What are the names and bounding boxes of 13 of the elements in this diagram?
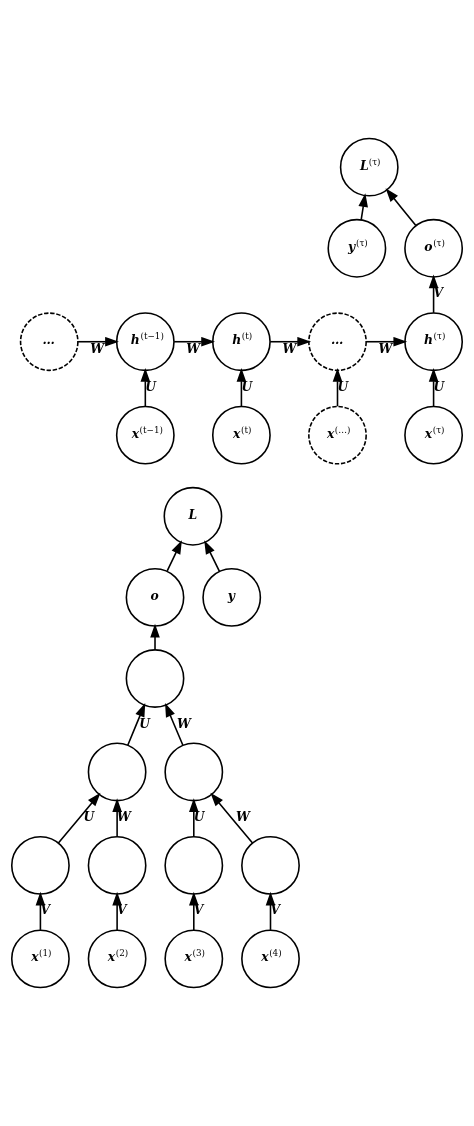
edge-label: U: [241, 378, 253, 394]
edge-label: W: [117, 809, 131, 825]
edge-label: W: [90, 341, 105, 357]
edge-label: U: [337, 378, 349, 394]
edge-label: W: [236, 809, 250, 825]
edge-label: W: [378, 341, 393, 357]
edge-label: W: [282, 341, 297, 357]
edge-label: U: [433, 378, 445, 394]
edge-label: U: [83, 809, 95, 825]
edge-label: U: [139, 715, 150, 731]
edge-label: U: [145, 378, 157, 394]
edge-label: W: [186, 341, 201, 357]
edge-label: W: [177, 715, 191, 731]
